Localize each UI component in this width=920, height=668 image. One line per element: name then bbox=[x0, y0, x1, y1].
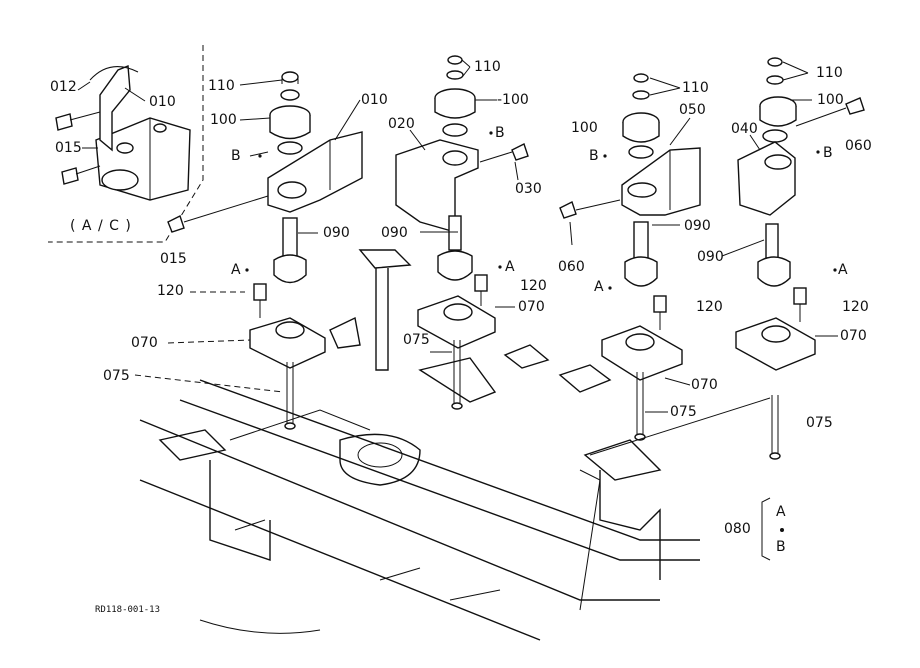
callout-110-mount4: 110 bbox=[816, 65, 843, 81]
callout-075-mount1: 075 bbox=[103, 368, 130, 384]
ref-a-mount4: A bbox=[838, 262, 848, 278]
inset-caption: ( A / C ) bbox=[70, 218, 132, 234]
callout-075-mount4: 075 bbox=[806, 415, 833, 431]
callout-030-mount2: 030 bbox=[515, 181, 542, 197]
ref-b-mount4: B bbox=[823, 145, 833, 161]
callout-015-inset: 015 bbox=[55, 140, 82, 156]
figure-code: RD118-001-13 bbox=[95, 605, 161, 615]
mount-3-drawing bbox=[559, 73, 701, 441]
inset-bracket-drawing bbox=[48, 45, 204, 243]
callout-090-mount1: 090 bbox=[323, 225, 350, 241]
callout-090-mount3: 090 bbox=[684, 218, 711, 234]
legend-ref-b: B bbox=[776, 539, 786, 555]
callout-060-mount4: 060 bbox=[845, 138, 872, 154]
callout-040-mount4: 040 bbox=[731, 121, 758, 137]
callout-090-mount2: 090 bbox=[381, 225, 408, 241]
callout-060-mount3: 060 bbox=[558, 259, 585, 275]
callout-120-mount3: 120 bbox=[696, 299, 723, 315]
ref-b-mount2: B bbox=[495, 125, 505, 141]
ref-b-mount1: B bbox=[231, 148, 241, 164]
callout-012-inset: 012 bbox=[50, 79, 77, 95]
callout-070-mount1: 070 bbox=[131, 335, 158, 351]
leader-lines bbox=[77, 59, 838, 561]
chassis-frame-drawing bbox=[139, 249, 700, 641]
callout-020-mount2: 020 bbox=[388, 116, 415, 132]
mount-2-drawing bbox=[395, 55, 529, 410]
callout-100-mount3: 100 bbox=[571, 120, 598, 136]
callout-120-mount4: 120 bbox=[842, 299, 869, 315]
callout-010-mount1: 010 bbox=[361, 92, 388, 108]
callout-110-mount2: 110 bbox=[474, 59, 501, 75]
ref-a-mount1: A bbox=[231, 262, 241, 278]
callout-075-mount2: 075 bbox=[403, 332, 430, 348]
callout-110-mount1: 110 bbox=[208, 78, 235, 94]
callout-075-mount3: 075 bbox=[670, 404, 697, 420]
callout-080-legend: 080 bbox=[724, 521, 751, 537]
legend-ref-a: A bbox=[776, 504, 786, 520]
callout-010-inset: 010 bbox=[149, 94, 176, 110]
callout-100-mount1: 100 bbox=[210, 112, 237, 128]
ref-a-mount3: A bbox=[594, 279, 604, 295]
callout-070-mount3: 070 bbox=[691, 377, 718, 393]
callout-100-mount4: 100 bbox=[817, 92, 844, 108]
callout-070-mount2: 070 bbox=[518, 299, 545, 315]
callout-120-mount1: 120 bbox=[157, 283, 184, 299]
callout-090-mount4: 090 bbox=[697, 249, 724, 265]
mount-4-drawing bbox=[735, 57, 865, 460]
callout-015-mount1: 015 bbox=[160, 251, 187, 267]
ref-b-mount3: B bbox=[589, 148, 599, 164]
mount-1-drawing bbox=[167, 71, 363, 430]
callout-120-mount2: 120 bbox=[520, 278, 547, 294]
callout-110-mount3: 110 bbox=[682, 80, 709, 96]
callout-100-mount2: -100 bbox=[497, 92, 529, 108]
callout-050-mount3: 050 bbox=[679, 102, 706, 118]
ref-a-mount2: A bbox=[505, 259, 515, 275]
callout-070-mount4: 070 bbox=[840, 328, 867, 344]
reference-dots bbox=[245, 131, 837, 532]
